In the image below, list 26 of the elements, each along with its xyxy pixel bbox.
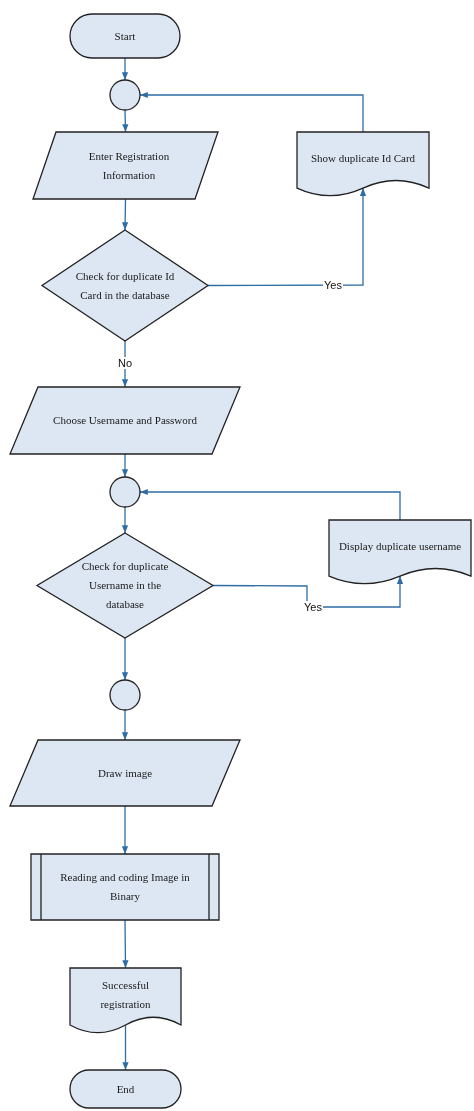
node-text: Enter Registration Information bbox=[87, 148, 171, 183]
arrow bbox=[122, 109, 129, 133]
node-text: Draw image bbox=[97, 765, 153, 781]
edge-label: Yes bbox=[303, 601, 323, 613]
arrow bbox=[121, 637, 129, 681]
node-text: Check for duplicate Username in the database bbox=[80, 559, 170, 612]
arrow bbox=[121, 57, 129, 81]
node-text: Successful registration bbox=[99, 978, 152, 1012]
edge-label: No bbox=[116, 357, 134, 369]
edge-label: Yes bbox=[323, 279, 343, 291]
arrow bbox=[121, 453, 129, 478]
arrow bbox=[121, 506, 129, 534]
arrow bbox=[212, 575, 404, 608]
node-text: Show duplicate Id Card bbox=[310, 150, 416, 166]
node-text: Check for duplicate Id Card in the database bbox=[74, 268, 176, 303]
arrow bbox=[122, 1024, 129, 1071]
node-text: Start bbox=[114, 28, 136, 44]
node-text: End bbox=[116, 1081, 135, 1097]
arrow bbox=[121, 805, 129, 855]
node-text: Reading and coding Image in Binary bbox=[59, 870, 191, 904]
node-text: Choose Username and Password bbox=[53, 413, 197, 428]
node-text: Display duplicate username bbox=[338, 538, 462, 554]
arrow bbox=[122, 919, 129, 969]
arrow bbox=[207, 187, 367, 287]
arrow bbox=[121, 709, 129, 741]
arrow bbox=[122, 198, 129, 231]
